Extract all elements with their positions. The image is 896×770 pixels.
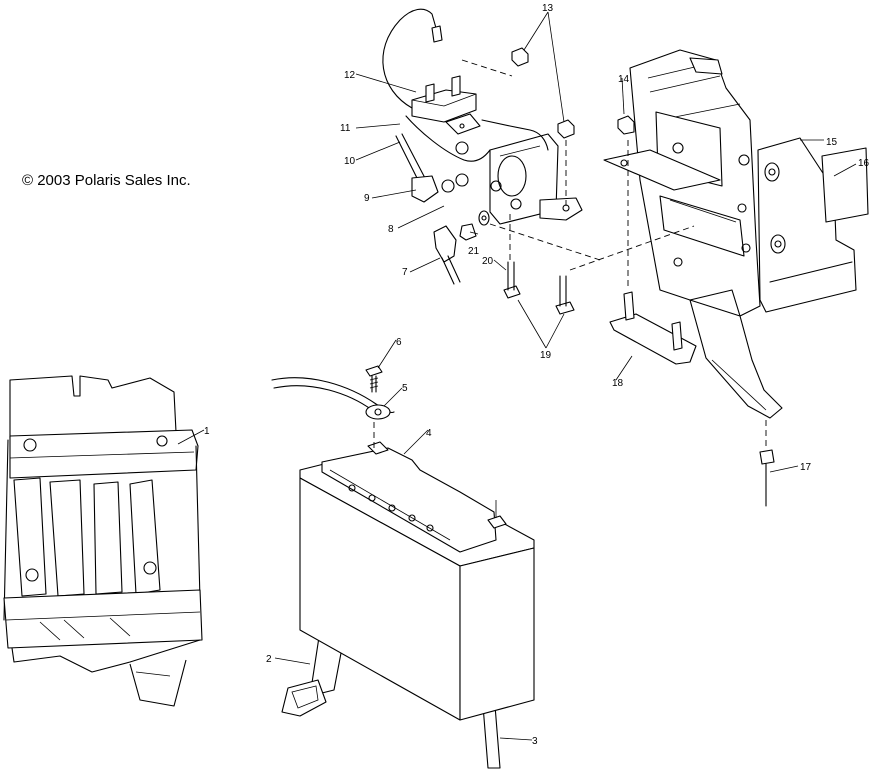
relay-block-part: [382, 8, 481, 155]
nut-part-14: [617, 115, 635, 135]
callout-9: 9: [364, 193, 370, 204]
bolt-part-right: [555, 275, 575, 315]
callout-14: 14: [618, 74, 630, 85]
callout-8: 8: [388, 224, 394, 235]
push-rivet-part: [759, 420, 775, 507]
callout-6: 6: [396, 337, 402, 348]
callout-16: 16: [858, 158, 870, 169]
leader-lines: [177, 11, 857, 741]
callout-12: 12: [344, 70, 356, 81]
callout-7: 7: [402, 267, 408, 278]
callout-19: 19: [540, 350, 552, 361]
mounting-plate-part: [609, 140, 697, 365]
callout-21: 21: [468, 246, 480, 257]
cable-boot-upper-part: [395, 133, 439, 203]
boot-cover-part: [433, 225, 461, 285]
callout-11: 11: [340, 123, 351, 134]
callout-18: 18: [612, 378, 624, 389]
callout-17: 17: [800, 462, 812, 473]
washer-part: [478, 210, 490, 226]
battery-cable-terminal-part: [271, 377, 395, 448]
mounting-bracket-part: [603, 49, 857, 419]
callout-13: 13: [542, 3, 554, 14]
terminal-screw-part: [365, 365, 383, 393]
callout-2: 2: [266, 654, 272, 665]
callout-10: 10: [344, 156, 356, 167]
callout-4: 4: [426, 428, 432, 439]
callout-3: 3: [532, 736, 538, 747]
foam-pad-part: [821, 147, 869, 223]
callout-15: 15: [826, 137, 838, 148]
starter-solenoid-part: [441, 119, 583, 225]
nut-part-upper: [511, 47, 529, 67]
callout-1: 1: [204, 426, 210, 437]
nut-part-21: [459, 223, 477, 241]
relay-wire-part: [405, 115, 491, 162]
nut-part-lower: [557, 119, 575, 139]
callout-labels: 1 2 3 4 5 6 7 8 9 10 11 12 13 14 15 16 1…: [204, 3, 870, 747]
bolt-part-left: [503, 214, 521, 299]
callout-20: 20: [482, 256, 494, 267]
battery-part: [299, 441, 535, 721]
callout-5: 5: [402, 383, 408, 394]
copyright-notice: © 2003 Polaris Sales Inc.: [22, 172, 191, 189]
battery-tray-part: [3, 375, 203, 707]
